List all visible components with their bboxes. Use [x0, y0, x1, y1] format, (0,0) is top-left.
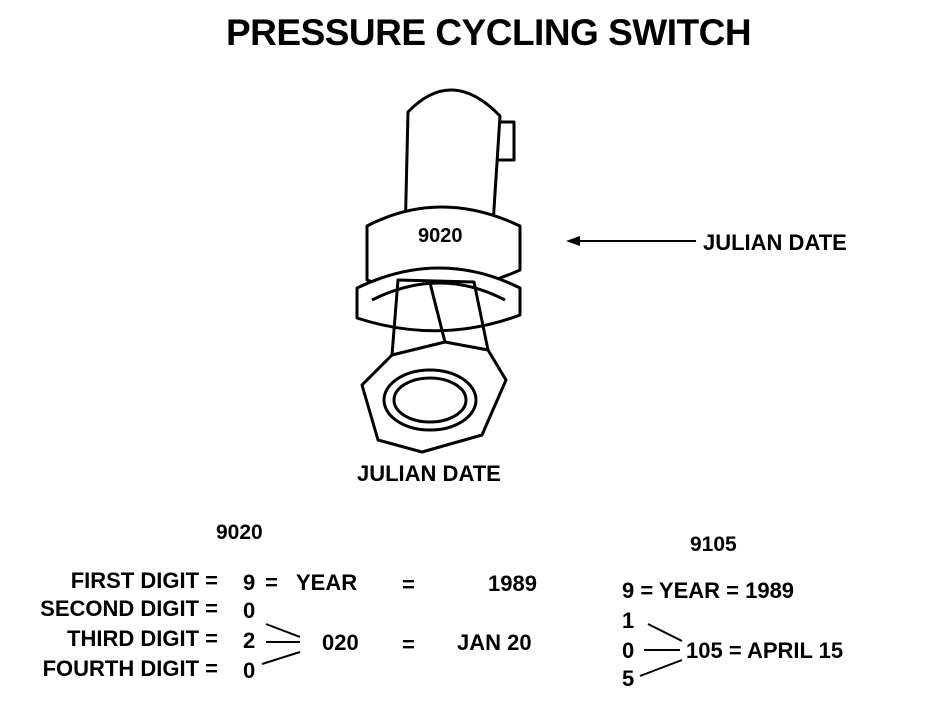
illustration-caption: JULIAN DATE	[357, 461, 501, 486]
connector-line-second-digit	[265, 623, 301, 638]
right-example-code: 9105	[690, 533, 737, 556]
left-row-2-digit: 0	[243, 598, 256, 623]
flange-inner-line	[371, 281, 506, 302]
right-digit-0: 0	[622, 638, 635, 663]
left-example-code: 9020	[216, 521, 263, 544]
left-row-1-eq: =	[265, 570, 278, 595]
connector-line-right-1	[647, 623, 683, 642]
left-row-4-label: FOURTH DIGIT =	[42, 656, 218, 681]
left-row-3-result: JAN 20	[457, 630, 532, 655]
left-row-3-meaning: 020	[322, 630, 359, 655]
diagram-title: PRESSURE CYCLING SWITCH	[226, 12, 752, 53]
left-row-2-label: SECOND DIGIT =	[40, 596, 218, 621]
right-digit-1: 1	[622, 608, 635, 633]
connector-line-fourth-digit	[261, 651, 301, 665]
callout-label: JULIAN DATE	[703, 230, 847, 255]
connector-line-right-5	[639, 659, 683, 677]
left-row-1-eq2: =	[402, 572, 415, 597]
port-inner	[392, 376, 468, 424]
hex-nut-edge	[428, 282, 447, 343]
callout-arrowhead	[566, 236, 580, 246]
left-row-1-label: FIRST DIGIT =	[70, 568, 218, 593]
right-digit-5: 5	[622, 666, 635, 691]
switch-marking: 9020	[418, 225, 463, 247]
left-row-1-result: 1989	[488, 571, 537, 596]
right-result: 105 = APRIL 15	[686, 638, 844, 663]
left-row-4-digit: 0	[243, 658, 256, 683]
left-row-3-label: THIRD DIGIT =	[67, 626, 218, 651]
hex-nut-top-faces	[390, 278, 490, 356]
left-row-1-digit: 9	[243, 570, 256, 595]
connector-body	[403, 88, 502, 242]
left-row-3-eq2: =	[402, 632, 415, 657]
right-year-line: 9 = YEAR = 1989	[622, 578, 795, 603]
left-row-1-meaning: YEAR	[296, 570, 358, 595]
left-row-3-digit: 2	[243, 628, 256, 653]
